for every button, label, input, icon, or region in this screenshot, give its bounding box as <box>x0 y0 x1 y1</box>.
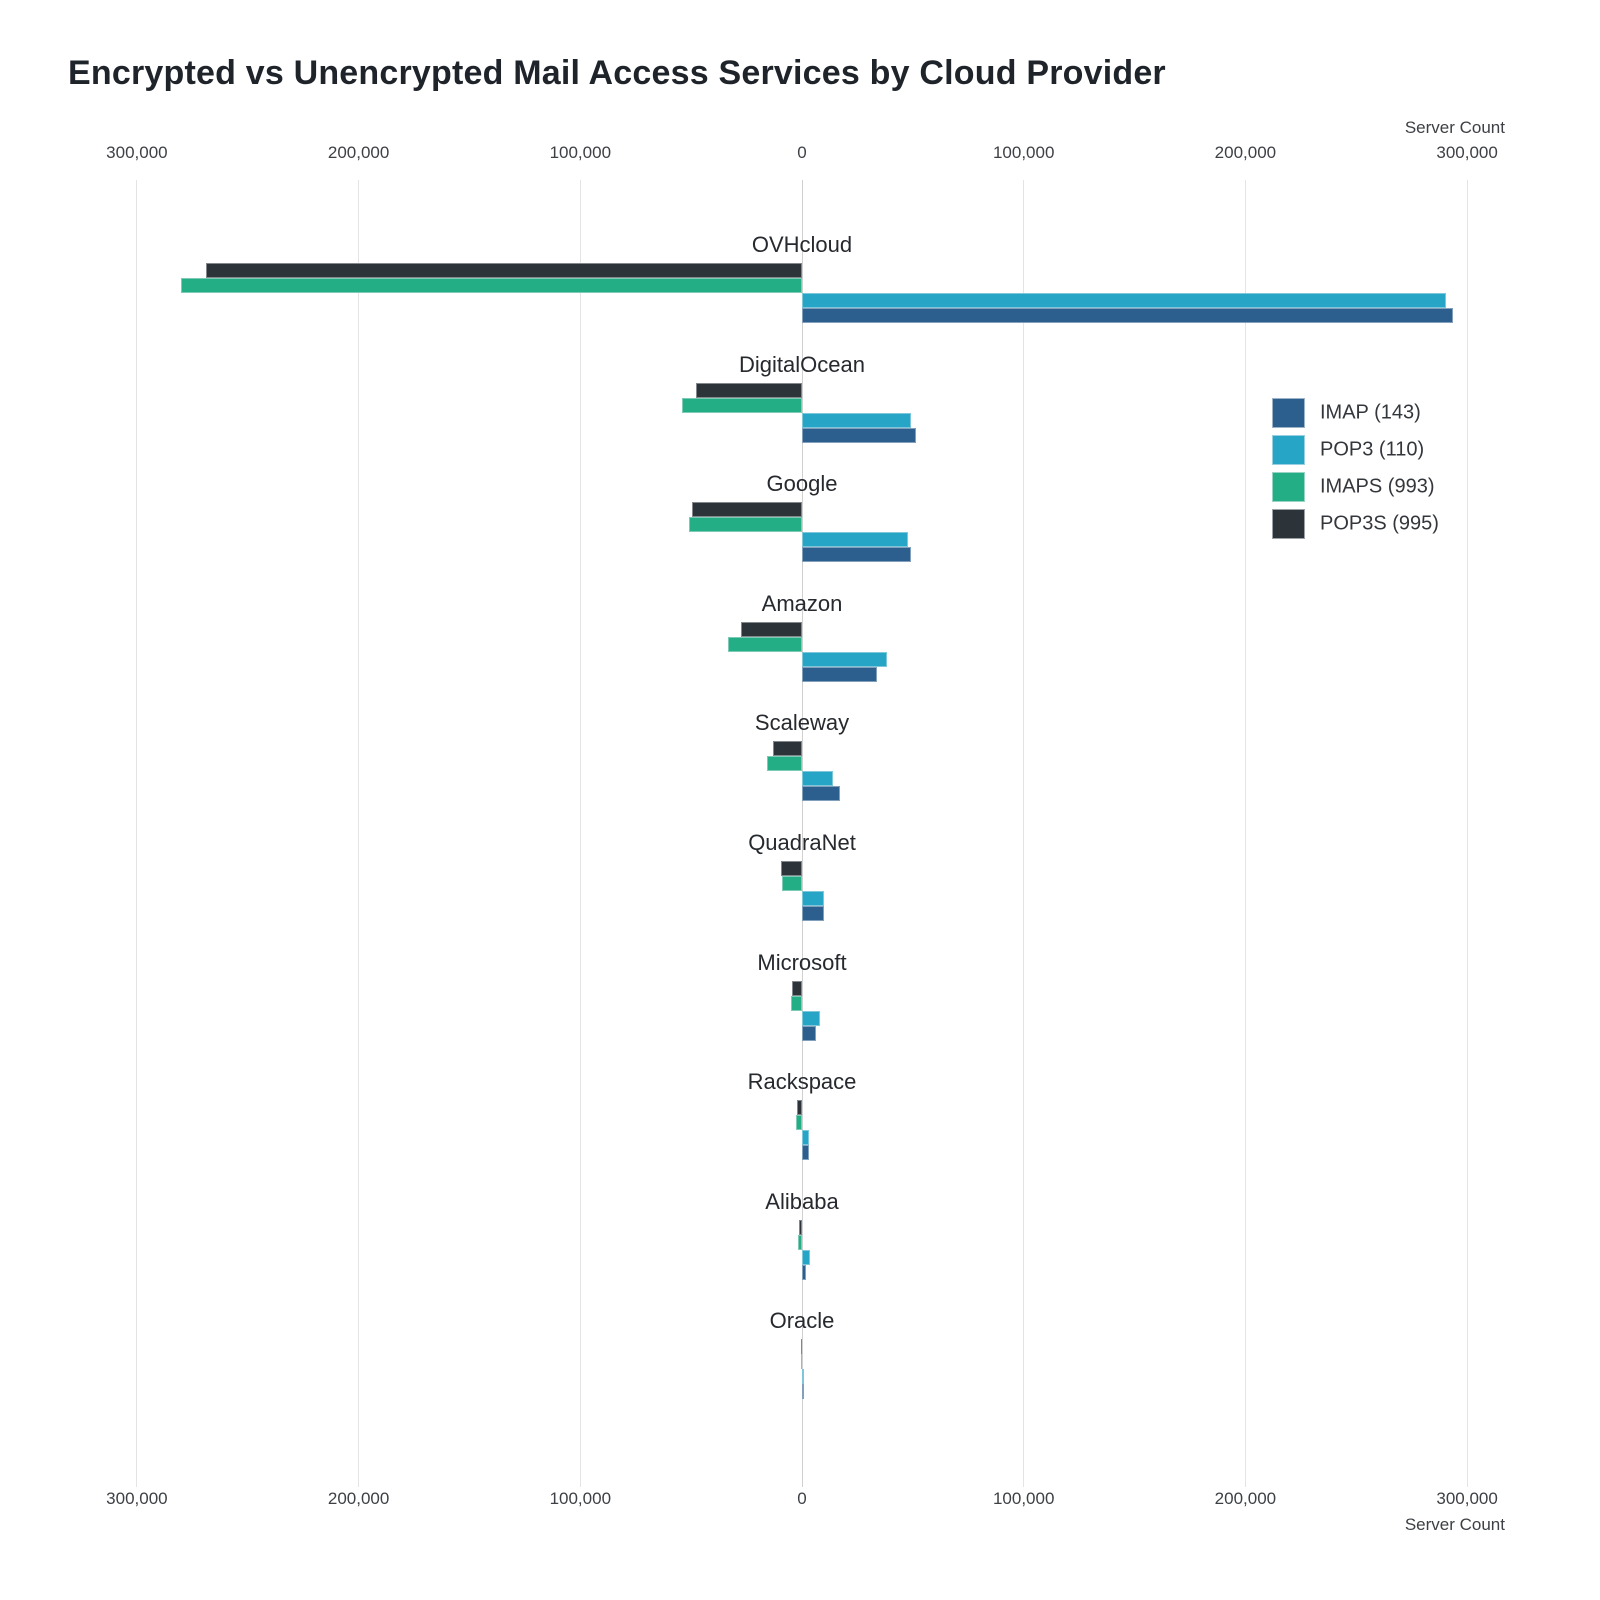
bar-rackspace-imaps-993[interactable] <box>796 1115 802 1131</box>
bar-digitalocean-imap-143[interactable] <box>802 427 917 443</box>
legend-item-imap-143[interactable]: IMAP (143) <box>1272 398 1442 428</box>
category-label-microsoft: Microsoft <box>757 949 847 975</box>
bar-alibaba-pop3-110[interactable] <box>802 1249 810 1265</box>
top-tick-label: 100,000 <box>549 143 612 162</box>
bar-digitalocean-pop3-110[interactable] <box>802 412 911 428</box>
bar-quadranet-pop3-110[interactable] <box>802 891 825 906</box>
bar-quadranet-pop3s-995[interactable] <box>781 861 802 876</box>
category-label-rackspace: Rackspace <box>747 1069 857 1095</box>
bar-oracle-pop3-110[interactable] <box>802 1369 804 1385</box>
bottom-axis-title: Server Count <box>1404 1515 1505 1534</box>
bar-amazon-imap-143[interactable] <box>802 666 878 682</box>
gridline <box>1244 180 1246 1487</box>
bar-alibaba-imap-143[interactable] <box>802 1264 806 1280</box>
top-tick-label: 300,000 <box>1436 143 1498 162</box>
bar-amazon-pop3-110[interactable] <box>802 651 888 667</box>
category-label-digitalocean: DigitalOcean <box>739 351 865 377</box>
legend-item-pop3-110[interactable]: POP3 (110) <box>1272 435 1442 465</box>
bar-amazon-imaps-993[interactable] <box>727 636 802 652</box>
bar-scaleway-pop3-110[interactable] <box>802 771 834 787</box>
bar-scaleway-imaps-993[interactable] <box>766 756 802 772</box>
top-axis-title: Server Count <box>1404 118 1505 137</box>
bar-google-pop3-110[interactable] <box>802 532 909 548</box>
bar-microsoft-pop3-110[interactable] <box>802 1010 821 1026</box>
category-label-ovhcloud: OVHcloud <box>751 232 853 257</box>
category-label-alibaba: Alibaba <box>765 1188 839 1214</box>
bar-oracle-pop3s-995[interactable] <box>801 1339 802 1355</box>
bar-microsoft-pop3s-995[interactable] <box>791 980 802 996</box>
category-label-amazon: Amazon <box>761 590 843 616</box>
bar-rackspace-pop3-110[interactable] <box>802 1130 810 1146</box>
bar-oracle-imap-143[interactable] <box>802 1384 804 1400</box>
bar-ovhcloud-imap-143[interactable] <box>802 308 1453 323</box>
top-tick-label: 100,000 <box>992 143 1055 162</box>
gridline <box>579 180 581 1487</box>
bar-google-imap-143[interactable] <box>802 547 911 563</box>
zero-gridline <box>801 180 803 1487</box>
top-tick-label: 200,000 <box>1214 143 1277 162</box>
top-tick-label: 0 <box>797 143 807 162</box>
legend-label: IMAPS (993) <box>1320 475 1435 498</box>
category-label-quadranet: QuadraNet <box>748 830 856 855</box>
legend-label: POP3S (995) <box>1320 512 1439 535</box>
bottom-tick-label: 300,000 <box>1436 1489 1498 1508</box>
top-tick-label: 300,000 <box>106 143 168 162</box>
gridline <box>358 180 360 1487</box>
legend-swatch-imaps-993 <box>1272 472 1305 502</box>
bar-rackspace-imap-143[interactable] <box>802 1145 810 1161</box>
gridline <box>1466 180 1468 1487</box>
legend-item-pop3s-995[interactable]: POP3S (995) <box>1272 509 1442 539</box>
bottom-tick-label: 200,000 <box>1214 1489 1277 1508</box>
bottom-tick-label: 0 <box>797 1489 807 1508</box>
legend-label: IMAP (143) <box>1320 401 1421 424</box>
bar-alibaba-pop3s-995[interactable] <box>799 1219 802 1235</box>
bar-quadranet-imap-143[interactable] <box>802 906 824 921</box>
bottom-tick-label: 200,000 <box>327 1489 390 1508</box>
bar-amazon-pop3s-995[interactable] <box>741 621 802 637</box>
bottom-tick-label: 100,000 <box>992 1489 1055 1508</box>
legend-label: POP3 (110) <box>1320 438 1425 461</box>
bar-ovhcloud-pop3s-995[interactable] <box>205 263 802 278</box>
bar-scaleway-pop3s-995[interactable] <box>773 741 802 757</box>
bar-scaleway-imap-143[interactable] <box>802 786 840 802</box>
bar-google-pop3s-995[interactable] <box>692 502 802 518</box>
bar-digitalocean-imaps-993[interactable] <box>682 397 802 413</box>
bottom-tick-label: 300,000 <box>106 1489 168 1508</box>
legend-swatch-imap-143 <box>1272 398 1305 428</box>
bar-ovhcloud-imaps-993[interactable] <box>181 278 802 293</box>
bar-microsoft-imaps-993[interactable] <box>790 995 802 1011</box>
category-label-google: Google <box>766 471 838 497</box>
bar-oracle-imaps-993[interactable] <box>800 1354 802 1370</box>
bar-google-imaps-993[interactable] <box>688 517 802 533</box>
bar-rackspace-pop3s-995[interactable] <box>796 1100 802 1116</box>
category-label-oracle: Oracle <box>769 1308 835 1334</box>
legend-item-imaps-993[interactable]: IMAPS (993) <box>1272 472 1442 502</box>
legend-swatch-pop3-110 <box>1272 435 1305 465</box>
gridline <box>1023 180 1025 1487</box>
bar-digitalocean-pop3s-995[interactable] <box>695 382 802 398</box>
category-label-scaleway: Scaleway <box>754 710 850 736</box>
gridline <box>136 180 138 1487</box>
top-tick-label: 200,000 <box>327 143 390 162</box>
bar-alibaba-imaps-993[interactable] <box>798 1234 802 1250</box>
chart-title: Encrypted vs Unencrypted Mail Access Ser… <box>68 54 1166 92</box>
bar-microsoft-imap-143[interactable] <box>802 1025 816 1041</box>
bottom-tick-label: 100,000 <box>549 1489 612 1508</box>
bar-ovhcloud-pop3-110[interactable] <box>802 293 1447 308</box>
legend-swatch-pop3s-995 <box>1272 509 1305 539</box>
bar-quadranet-imaps-993[interactable] <box>781 876 802 891</box>
